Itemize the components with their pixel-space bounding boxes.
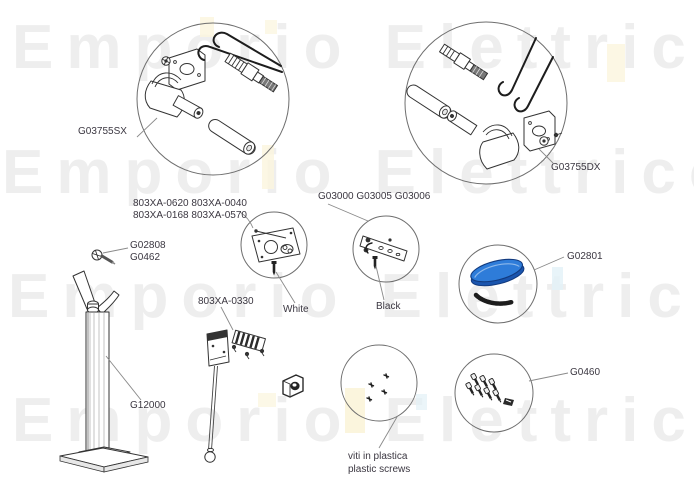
detail-circle-plastic-screws <box>340 344 418 422</box>
bracket-screws <box>231 344 265 360</box>
sx-lamp-body <box>144 72 204 119</box>
leader-kit-codes <box>239 211 254 229</box>
detail-circle-white <box>240 211 308 279</box>
label-screws-kit: G0460 <box>570 367 601 378</box>
leader-white <box>275 271 296 304</box>
dx-mounting-plate <box>523 110 563 152</box>
label-plastic-screws-line2: plastic screws <box>348 464 411 475</box>
label-black: Black <box>376 301 401 312</box>
dx-spring-assembly <box>439 43 489 81</box>
dx-lamp-body <box>447 110 520 170</box>
leader-black <box>375 265 385 301</box>
sx-spring-hook-1 <box>212 31 282 67</box>
leader-plates-group <box>327 203 369 222</box>
corrugated-bracket <box>231 329 266 352</box>
label-plastic-screws: viti in plastica plastic screws <box>348 450 410 476</box>
label-plastic-screws-line1: viti in plastica <box>348 451 408 462</box>
leader-plastic-screws <box>378 416 398 449</box>
leader-screws-kit <box>528 372 569 382</box>
post-illustration <box>59 270 149 473</box>
leader-lines <box>102 117 569 449</box>
compression-artifacts <box>200 17 625 433</box>
label-plates-group: G03000 G03005 G03006 <box>318 191 431 202</box>
screws-kit-illustration <box>454 353 534 433</box>
label-bracket-kit: 803XA-0330 <box>198 296 254 307</box>
dx-spring-hook-1 <box>497 37 537 97</box>
watermark-row-3: Emporio Elettrico <box>8 262 694 331</box>
label-kit-sx: G03755SX <box>78 126 127 137</box>
dx-tube <box>406 84 452 119</box>
label-screw-single: G02808 G0462 <box>130 240 166 263</box>
sx-mounting-plate <box>161 48 206 91</box>
plastic-screws-illustration <box>340 344 418 422</box>
dx-spring-hook-2 <box>513 56 554 113</box>
sx-spring-hook-2 <box>197 45 283 73</box>
label-screw-single-line2: G0462 <box>130 252 161 263</box>
leader-kit-dx <box>538 148 554 164</box>
bracket-kit-illustration <box>204 329 266 463</box>
small-nut <box>503 398 514 406</box>
screw-g02808-illustration <box>91 249 116 265</box>
detail-circle-dx <box>404 21 568 185</box>
clip-part-illustration <box>282 374 304 398</box>
leader-blue-cover <box>533 256 565 271</box>
plate-black-illustration <box>352 215 420 283</box>
label-post: G12000 <box>130 400 166 411</box>
label-kit-codes-line2: 803XA-0168 803XA-0570 <box>133 210 247 221</box>
white-screw <box>271 261 277 276</box>
label-white: White <box>283 304 309 315</box>
kit-sx-illustration <box>136 22 290 176</box>
watermark-row-1: Emporio Elettrico <box>12 13 694 82</box>
detail-circle-screws <box>454 353 534 433</box>
blue-cover-illustration <box>458 244 538 324</box>
sx-spring-assembly <box>224 52 279 93</box>
gasket-strip <box>473 292 515 306</box>
label-blue-cover: G02801 <box>567 251 603 262</box>
leader-kit-sx <box>136 117 158 138</box>
detail-circle-blue <box>458 244 538 324</box>
watermark-row-2: Emporio Elettrico <box>2 138 694 207</box>
leader-post <box>105 355 142 401</box>
plate-white-illustration <box>240 211 308 279</box>
sx-tube <box>208 118 256 155</box>
leader-bracket-kit <box>220 306 234 331</box>
label-kit-codes-line1: 803XA-0620 803XA-0040 <box>133 198 247 209</box>
leader-screw-single <box>102 247 129 254</box>
label-kit-codes: 803XA-0620 803XA-0040 803XA-0168 803XA-0… <box>133 198 247 222</box>
kit-dx-illustration <box>404 21 568 185</box>
detail-circle-sx <box>136 22 290 176</box>
detail-circle-black <box>352 215 420 283</box>
label-screw-single-line1: G02808 <box>130 240 166 251</box>
black-screw <box>372 256 378 270</box>
label-kit-dx: G03755DX <box>551 162 601 173</box>
